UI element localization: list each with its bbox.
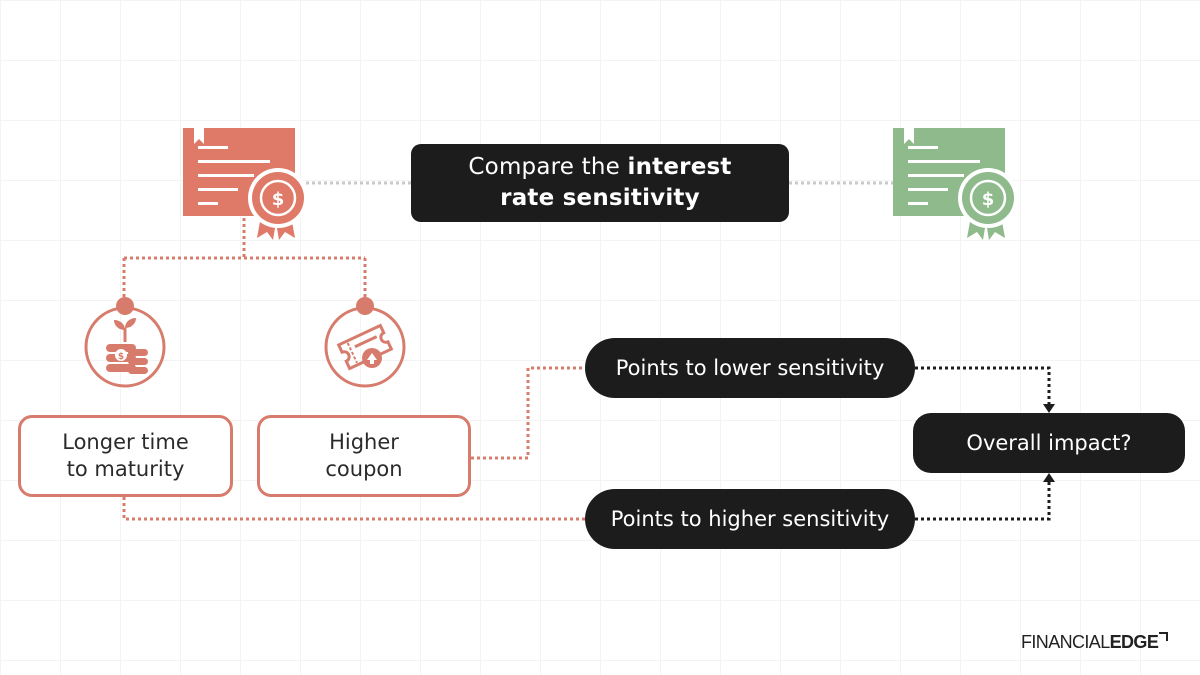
title-normal: Compare the [468,154,628,180]
bond-certificate-icon: $ [183,128,308,240]
factor-maturity-line2: to maturity [66,457,185,481]
connector-maturity-higher [122,497,585,521]
outcome-higher-label: Points to higher sensitivity [610,507,890,531]
logo-part-1: FINANCIAL [1021,632,1110,652]
factor-higher-coupon: Higher coupon [257,415,471,497]
outcome-lower-sensitivity: Points to lower sensitivity [585,338,915,398]
factor-longer-maturity: Longer time to maturity [18,415,233,497]
connector-bond-branch [122,218,367,300]
connector-lower-overall [915,366,1051,406]
dollar-symbol: $ [982,189,995,210]
dollar-symbol: $ [272,189,285,210]
title-bold-2: rate sensitivity [500,185,700,211]
title-box: Compare the interest rate sensitivity [411,144,789,222]
factor-coupon-line2: coupon [325,457,403,481]
overall-impact-label: Overall impact? [966,431,1132,455]
connector-coupon-lower [471,366,585,460]
logo-part-2: EDGE [1109,632,1159,652]
coins-plant-icon: $ [84,297,166,388]
bond-certificate-icon: $ [893,128,1018,240]
factor-maturity-line1: Longer time [62,430,189,454]
logo-corner-mark [1159,632,1169,641]
title-bold-1: interest [627,154,732,180]
connector-higher-overall [915,481,1051,521]
outcome-higher-sensitivity: Points to higher sensitivity [585,489,915,549]
factor-coupon-line1: Higher [329,430,399,454]
arrow-down-icon [1043,404,1055,413]
outcome-lower-label: Points to lower sensitivity [615,356,885,380]
coupon-ticket-icon [324,297,406,388]
overall-impact: Overall impact? [913,413,1185,473]
svg-text:$: $ [118,352,124,362]
arrow-up-icon [1043,473,1055,482]
